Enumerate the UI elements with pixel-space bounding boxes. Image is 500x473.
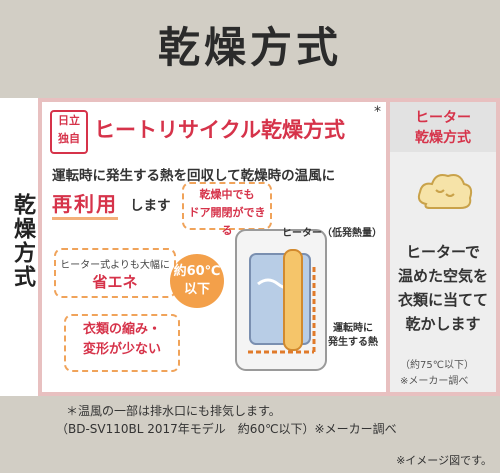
heat-recycle-section: 日立 独自 ヒートリサイクル乾燥方式 * 運転時に発生する熱を回収して乾燥時の温… — [42, 102, 386, 392]
description-emphasis: 再利用 — [52, 188, 118, 220]
heater-label: ヒーター（低発熱量） — [282, 228, 382, 239]
heater-maker-note: ※メーカー調べ — [400, 376, 469, 387]
heater-drying-title-line2: 乾燥方式 — [415, 130, 471, 146]
heater-desc-line2: 温めた空気を — [397, 267, 488, 285]
headline-asterisk: * — [374, 104, 381, 120]
hitachi-original-badge: 日立 独自 — [50, 110, 88, 154]
headline: ヒートリサイクル乾燥方式 — [94, 118, 345, 142]
footnote-model: （BD-SV110BL 2017年モデル 約60℃以下）※メーカー調べ — [56, 422, 397, 436]
heat-label-line2: 発生する熱 — [328, 337, 378, 348]
page-title: 乾燥方式 — [157, 23, 342, 72]
temperature-circle: 約60℃ 以下 — [170, 254, 224, 308]
energy-bubble-bottom: 省エネ — [92, 273, 138, 291]
door-bubble: 乾燥中でも ドア開閉ができる — [182, 182, 272, 237]
heater-drying-title: ヒーター 乾燥方式 — [390, 102, 496, 152]
washer-illustration — [235, 229, 327, 371]
heater-drying-section: ヒーター 乾燥方式 ヒーターで 温めた空気を 衣類に当てて 乾かします （約75… — [390, 102, 496, 392]
heater-temp-note: （約75℃以下） — [400, 360, 474, 371]
footnote-image: ※イメージ図です。 — [396, 454, 492, 467]
heater-element — [283, 249, 303, 351]
steam-cloud-icon — [417, 174, 473, 209]
badge-line2: 独自 — [58, 132, 80, 145]
energy-bubble: ヒーター式よりも大幅に 省エネ — [54, 248, 176, 298]
temperature-value: 約60℃ — [173, 264, 221, 279]
temperature-suffix: 以下 — [183, 282, 210, 297]
description-line2: します — [130, 198, 171, 214]
badge-line1: 日立 — [58, 114, 80, 127]
heater-drying-description: ヒーターで 温めた空気を 衣類に当てて 乾かします — [390, 240, 496, 336]
side-label: 乾燥方式 — [0, 98, 38, 396]
door-bubble-line1: 乾燥中でも — [199, 188, 255, 201]
heat-label: 運転時に 発生する熱 — [328, 322, 378, 350]
shrink-bubble-line2: 変形が少ない — [82, 342, 161, 357]
shrink-bubble-line1: 衣類の縮み・ — [82, 322, 161, 337]
heater-desc-line3: 衣類に当てて — [397, 291, 488, 309]
description-line1: 運転時に発生する熱を回収して乾燥時の温風に — [52, 168, 336, 184]
comparison-panel: 乾燥方式 日立 独自 ヒートリサイクル乾燥方式 * 運転時に発生する熱を回収して… — [0, 98, 500, 396]
energy-bubble-top: ヒーター式よりも大幅に — [60, 260, 170, 271]
side-label-text: 乾燥方式 — [10, 193, 35, 289]
heater-desc-line4: 乾かします — [405, 315, 481, 333]
footnote-exhaust: ＊温風の一部は排水口にも排気します。 — [66, 404, 281, 418]
shrink-bubble: 衣類の縮み・ 変形が少ない — [64, 314, 180, 372]
heat-label-line1: 運転時に — [333, 323, 373, 334]
heater-drying-title-line1: ヒーター — [415, 110, 471, 126]
door-bubble-line2: ドア開閉ができる — [188, 206, 266, 237]
heater-desc-line1: ヒーターで — [405, 243, 481, 261]
